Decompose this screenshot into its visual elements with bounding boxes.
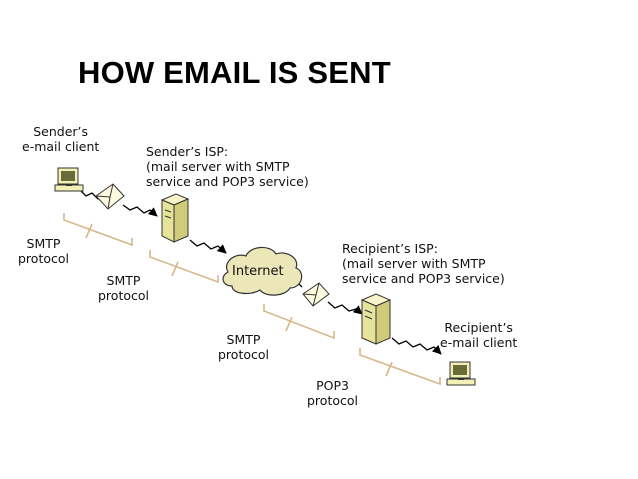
- recipient-isp-label: Recipient’s ISP: (mail server with SMTP …: [342, 241, 505, 286]
- pop3-bracket: [359, 348, 441, 386]
- sender-server-icon: [160, 193, 190, 243]
- sender-client-label: Sender’s e-mail client: [22, 124, 100, 154]
- envelope-icon: [302, 282, 330, 307]
- recipient-client-label: Recipient’s e-mail client: [440, 320, 518, 350]
- smtp-bracket-3: [263, 304, 335, 340]
- page-title: HOW EMAIL IS SENT: [78, 55, 391, 90]
- sender-computer-icon: [54, 167, 84, 192]
- flow-arrow-2: [189, 239, 227, 254]
- envelope-icon: [95, 183, 125, 210]
- smtp-protocol-label-2: SMTP protocol: [98, 273, 149, 303]
- smtp-protocol-label-1: SMTP protocol: [18, 236, 69, 266]
- recipient-server-icon: [360, 293, 392, 345]
- recipient-computer-icon: [446, 361, 476, 386]
- smtp-bracket-2: [149, 250, 219, 284]
- internet-label: Internet: [232, 264, 284, 279]
- internet-cloud-icon: [222, 246, 303, 296]
- smtp-protocol-label-3: SMTP protocol: [218, 332, 269, 362]
- flow-arrow-4: [391, 337, 442, 355]
- smtp-bracket-1: [63, 213, 133, 247]
- sender-isp-label: Sender’s ISP: (mail server with SMTP ser…: [146, 144, 309, 189]
- pop3-protocol-label: POP3 protocol: [307, 378, 358, 408]
